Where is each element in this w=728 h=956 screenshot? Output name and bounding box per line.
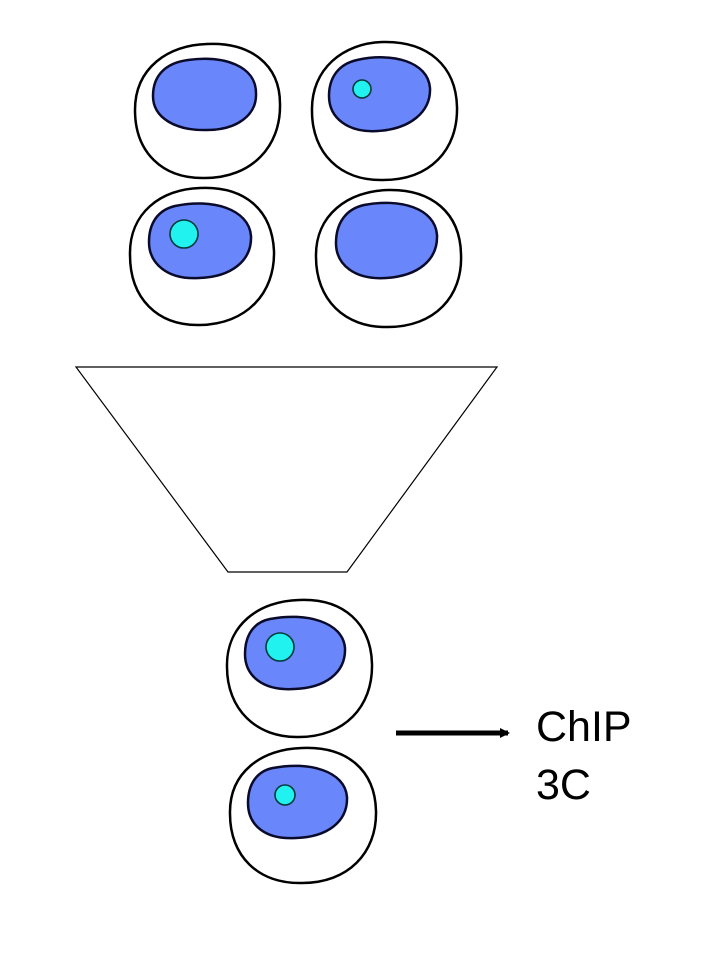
- nucleus: [243, 615, 347, 691]
- sorting-funnel: [74, 366, 499, 573]
- nucleus: [334, 201, 439, 280]
- cell-mid-right: [314, 188, 463, 329]
- nucleus: [327, 56, 432, 133]
- cell-sorted-lower: [228, 746, 378, 885]
- label-3c: 3C: [536, 761, 591, 809]
- nucleus: [246, 764, 349, 840]
- label-chip: ChIP: [536, 703, 632, 751]
- cell-top-left: [133, 42, 282, 180]
- marked-spot: [265, 632, 295, 662]
- marked-spot: [274, 784, 296, 806]
- cell-top-right: [310, 40, 459, 182]
- marked-spot: [169, 219, 199, 249]
- cell-sorted-upper: [225, 598, 374, 739]
- nucleus: [147, 202, 253, 280]
- cell-mid-left: [128, 186, 276, 327]
- nucleus: [151, 57, 258, 132]
- marked-spot: [352, 79, 372, 99]
